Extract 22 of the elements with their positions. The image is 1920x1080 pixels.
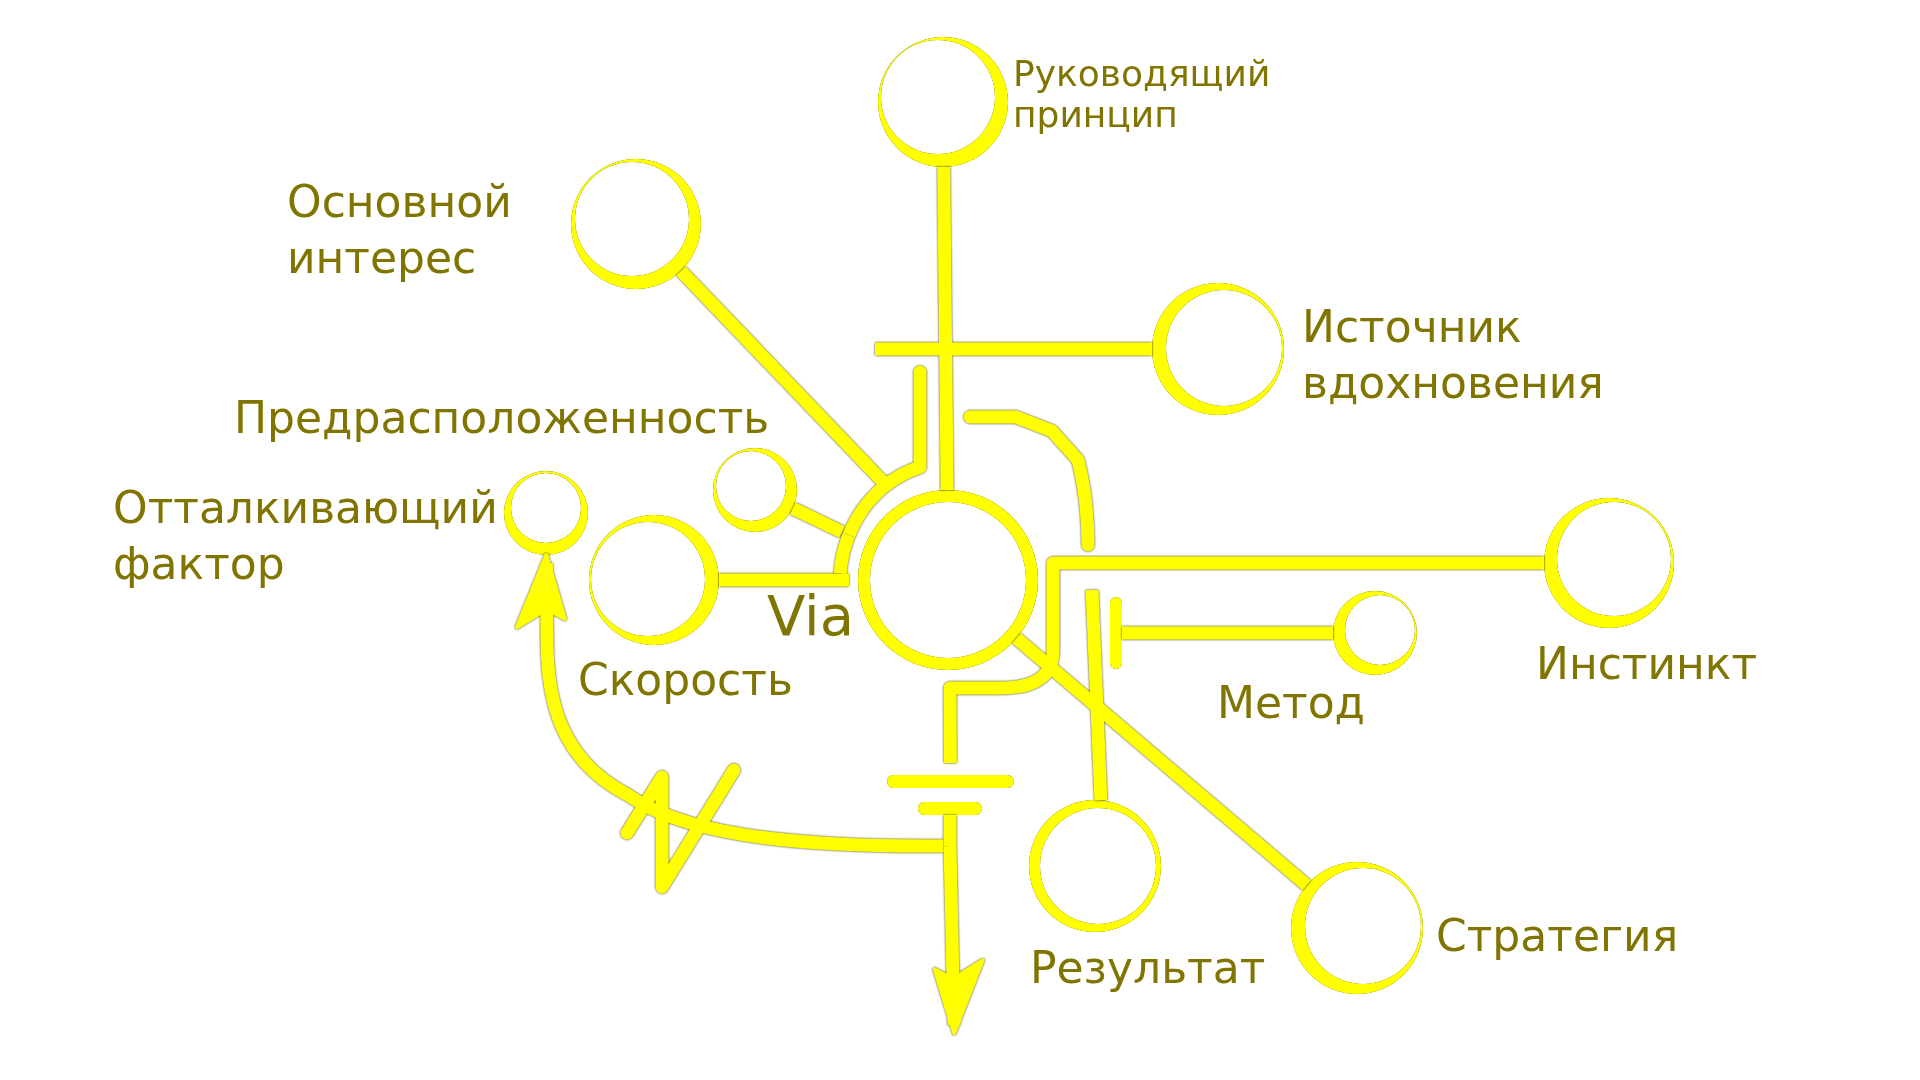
connector-line [943, 556, 1544, 764]
node-label: Руководящий принцип [1013, 53, 1271, 135]
node-label: Источник вдохновения [1302, 300, 1604, 410]
connector-line [1085, 589, 1108, 801]
node-label: Метод [1217, 676, 1365, 730]
node-label: Отталкивающий фактор [113, 481, 498, 591]
connector-line [1122, 626, 1333, 640]
connector-line [1012, 633, 1311, 891]
connector-line [943, 815, 957, 846]
connector-line [833, 532, 856, 575]
node-label: Результат [1030, 941, 1266, 995]
node-label: Via [767, 588, 854, 644]
connector-line [676, 266, 893, 538]
node-label: Стратегия [1436, 909, 1679, 963]
connector-line [875, 342, 1152, 356]
arrow [932, 845, 985, 1035]
connector-line [789, 502, 845, 538]
node-label: Скорость [578, 653, 793, 707]
node-label: Предрасположенность [234, 391, 770, 445]
node-label: Инстинкт [1536, 637, 1758, 691]
node-label: Основной интерес [287, 175, 512, 285]
arrow [514, 553, 944, 853]
